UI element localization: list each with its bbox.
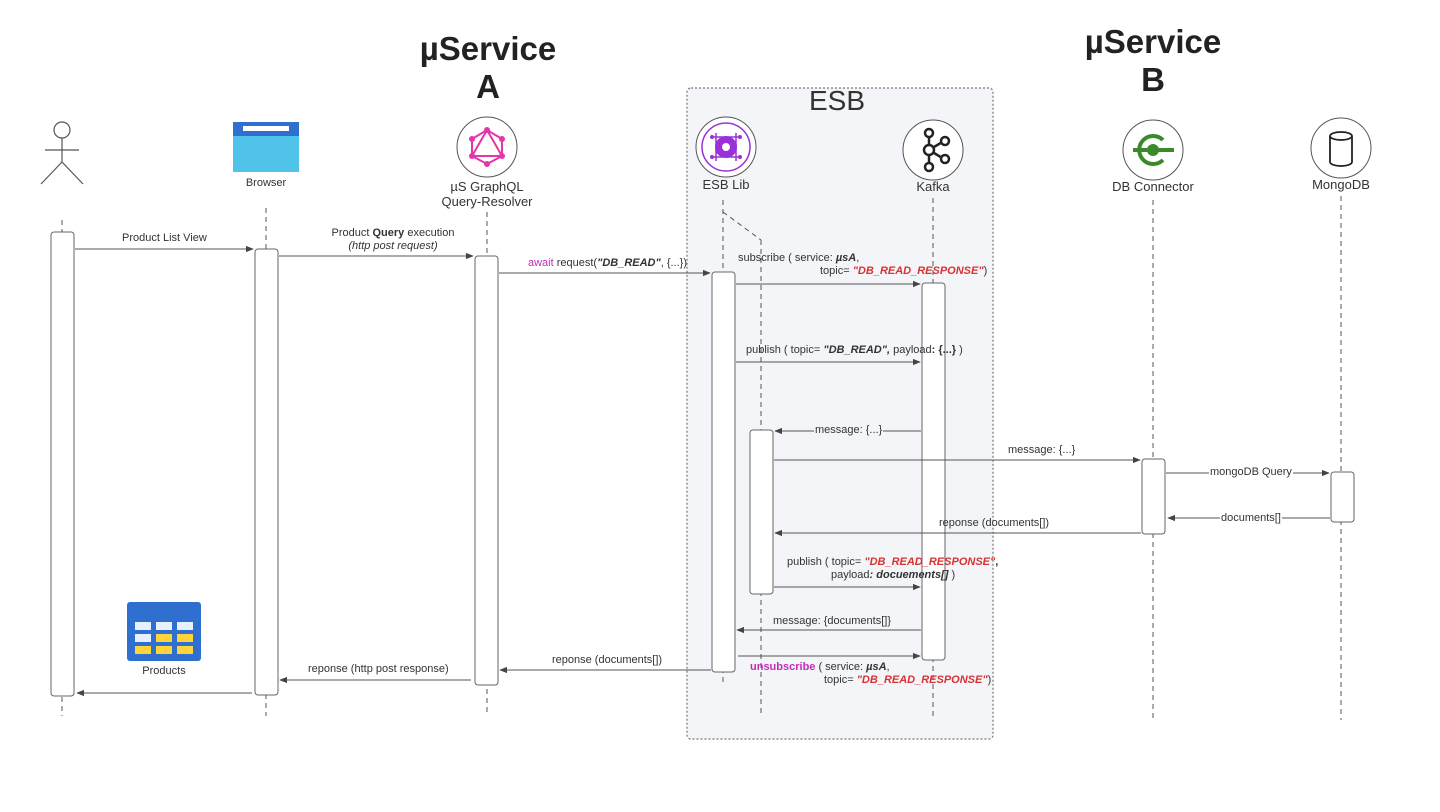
activation-browser bbox=[254, 248, 279, 696]
msg-publish-db-read: publish ( topic= "DB_READ", payload: {..… bbox=[746, 344, 963, 356]
database-cylinder-icon bbox=[1310, 117, 1372, 179]
msg-response-documents-2: reponse (documents[]) bbox=[552, 654, 663, 666]
participant-esblib-label: ESB Lib bbox=[702, 177, 750, 192]
msg-message-documents: message: {documents[]} bbox=[773, 615, 892, 627]
msg-publish-response-line2: payload: docuements[] ) bbox=[831, 569, 956, 581]
actor-icon bbox=[40, 121, 84, 185]
participant-mongodb-label: MongoDB bbox=[1312, 177, 1370, 192]
resolver-label-line2: Query-Resolver bbox=[441, 194, 533, 209]
msg-response-documents-1: reponse (documents[]) bbox=[939, 517, 1050, 529]
service-b-title-line1: µService bbox=[1084, 23, 1222, 60]
participant-kafka-label: Kafka bbox=[916, 179, 950, 194]
participant-resolver-label: µS GraphQL Query-Resolver bbox=[417, 179, 557, 209]
graphql-icon bbox=[456, 116, 518, 178]
service-b-title-line2: B bbox=[1141, 61, 1165, 98]
msg-subscribe-line1: subscribe ( service: µsA, bbox=[738, 252, 860, 264]
products-label: Products bbox=[142, 665, 186, 677]
esb-lib-gear-icon bbox=[695, 116, 757, 178]
activation-user bbox=[50, 231, 75, 697]
esb-title: ESB bbox=[809, 85, 866, 116]
msg-documents: documents[] bbox=[1220, 512, 1282, 525]
activation-resolver bbox=[474, 255, 499, 686]
activation-kafka bbox=[921, 282, 946, 661]
msg-message-to-connector: message: {...} bbox=[1008, 444, 1076, 456]
msg-message-kafka-to-lib: message: {...} bbox=[814, 424, 884, 437]
products-table-icon bbox=[127, 602, 201, 661]
kafka-icon bbox=[902, 119, 964, 181]
participant-browser-label: Browser bbox=[245, 177, 287, 189]
msg-product-query: Product Query execution (http post reque… bbox=[318, 227, 468, 253]
msg-unsubscribe-line2: topic= "DB_READ_RESPONSE") bbox=[824, 674, 992, 686]
service-b-title: µService B bbox=[1073, 23, 1233, 99]
activation-mongodb bbox=[1330, 471, 1355, 523]
service-a-title-line2: A bbox=[476, 68, 500, 105]
service-a-title-line1: µService bbox=[419, 30, 557, 67]
msg-unsubscribe: unsubscribe ( service: µsA, topic= "DB_R… bbox=[750, 661, 991, 687]
activation-dbconnector bbox=[1141, 458, 1166, 535]
activation-esblib-handler bbox=[749, 429, 774, 595]
msg-mongodb-query: mongoDB Query bbox=[1209, 466, 1293, 479]
msg-http-post-response: reponse (http post response) bbox=[308, 663, 449, 675]
msg-product-query-line2: (http post request) bbox=[348, 240, 438, 252]
msg-subscribe: subscribe ( service: µsA, topic= "DB_REA… bbox=[738, 252, 987, 278]
activation-esblib bbox=[711, 271, 736, 673]
msg-unsubscribe-line1: unsubscribe ( service: µsA, bbox=[750, 661, 890, 673]
service-a-title: µService A bbox=[408, 30, 568, 106]
resolver-label-line1: µS GraphQL bbox=[450, 179, 524, 194]
msg-await-request: await request("DB_READ", {...}) bbox=[528, 257, 688, 269]
db-connector-icon bbox=[1122, 119, 1184, 181]
msg-product-list-view: Product List View bbox=[122, 232, 207, 244]
msg-publish-response-line1: publish ( topic= "DB_READ_RESPONSE", bbox=[787, 556, 999, 568]
msg-publish-db-read-response: publish ( topic= "DB_READ_RESPONSE", pay… bbox=[787, 556, 998, 582]
msg-product-query-line1: Product Query execution bbox=[331, 227, 455, 239]
lifeline-esblib-async bbox=[722, 211, 762, 241]
browser-window-icon bbox=[233, 122, 299, 172]
participant-dbconnector-label: DB Connector bbox=[1112, 179, 1194, 194]
msg-subscribe-line2: topic= "DB_READ_RESPONSE") bbox=[820, 265, 988, 277]
